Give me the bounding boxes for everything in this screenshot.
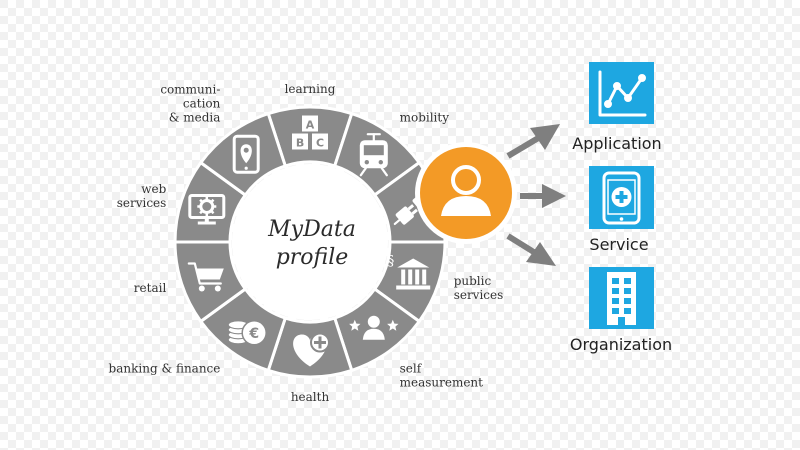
tram-icon	[359, 133, 388, 177]
domain-label-line: banking & finance	[109, 362, 221, 376]
shopping-cart-icon	[187, 262, 224, 292]
domain-label: communi-cation& media	[160, 83, 220, 125]
profile-node	[415, 142, 517, 244]
people-stars-icon	[349, 315, 399, 340]
svg-text:€: €	[248, 326, 259, 342]
domain-label-line: services	[117, 196, 167, 210]
arrow-to-service	[520, 184, 566, 208]
monitor-gear-icon	[188, 194, 226, 225]
target-service: Service	[589, 166, 654, 254]
domain-label-line: health	[291, 390, 330, 404]
domain-segment	[198, 111, 288, 198]
domain-label: mobility	[400, 111, 450, 125]
domain-label: learning	[285, 82, 336, 96]
arrow-to-organization	[506, 233, 556, 266]
domain-labels: learningmobilityenergypublicservicesself…	[109, 82, 504, 404]
domain-label-line: communi-	[160, 83, 220, 97]
line-chart-icon	[598, 70, 647, 117]
center-subtitle: profile	[276, 245, 349, 270]
building-icon	[607, 272, 636, 325]
domain-label-line: learning	[285, 82, 336, 96]
domain-label-line: public	[454, 274, 492, 288]
domain-segment	[266, 316, 354, 379]
target-organization-label: Organization	[570, 335, 672, 354]
svg-text:B: B	[296, 137, 304, 150]
domain-label-line: retail	[134, 281, 167, 295]
svg-text:C: C	[316, 137, 324, 150]
domain-label-line: web	[141, 182, 166, 196]
domain-label: retail	[134, 281, 167, 295]
target-application: Application	[572, 62, 662, 153]
arrows	[506, 124, 566, 266]
domain-label-line: self	[400, 362, 423, 376]
euro-coins-icon: €	[227, 320, 267, 346]
heart-plus-icon	[293, 332, 330, 367]
tablet-location-icon	[232, 134, 260, 174]
domain-label-line: services	[454, 288, 504, 302]
target-service-label: Service	[589, 235, 648, 254]
phone-plus-icon	[602, 171, 641, 225]
domain-label-line: mobility	[400, 111, 450, 125]
center-disc	[232, 164, 388, 320]
svg-text:§: §	[387, 254, 394, 270]
person-icon	[441, 165, 491, 216]
target-organization: Organization	[570, 267, 672, 354]
center-title: MyData	[267, 217, 356, 242]
arrow-to-application	[506, 124, 560, 159]
domain-label: health	[291, 390, 330, 404]
domain-label-line: cation	[183, 97, 221, 111]
public-building-icon: §	[387, 254, 431, 290]
target-application-label: Application	[572, 134, 661, 153]
domain-label-line: measurement	[400, 376, 484, 390]
domain-label: banking & finance	[109, 362, 221, 376]
svg-text:A: A	[306, 119, 315, 132]
domain-label-line: & media	[169, 111, 221, 125]
